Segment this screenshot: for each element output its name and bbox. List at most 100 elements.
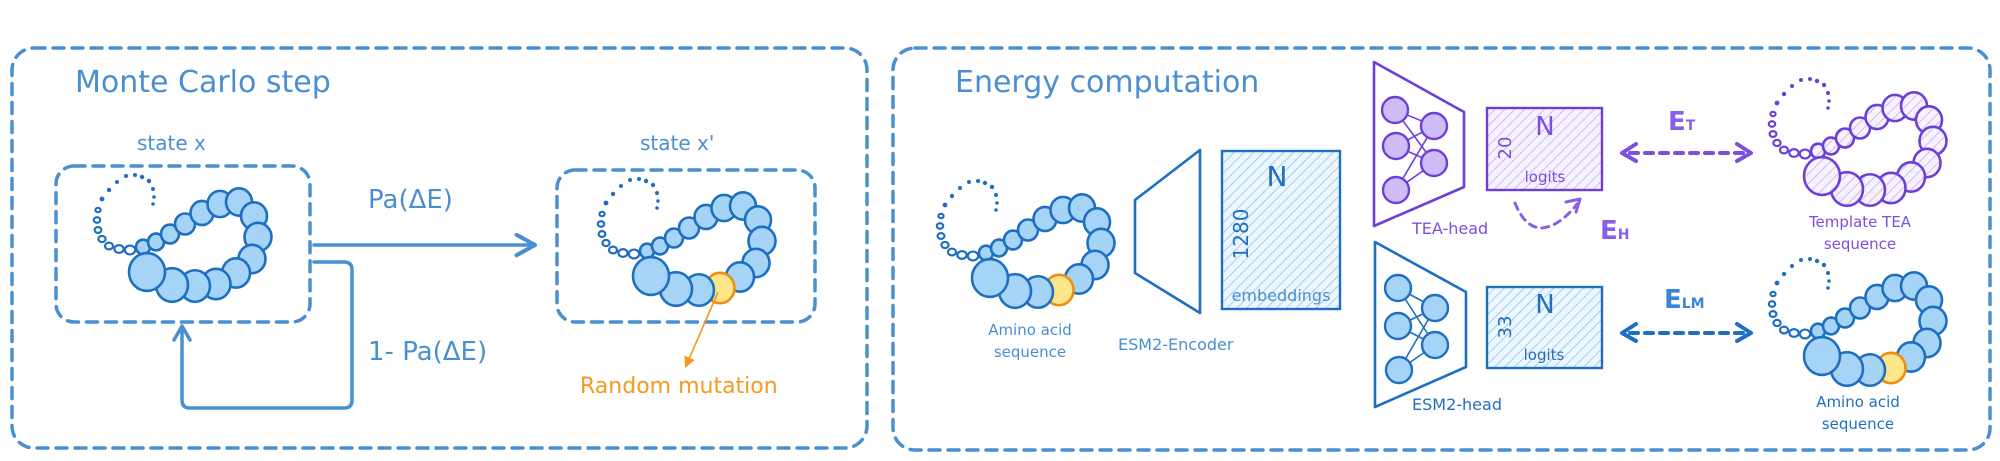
chain-dot — [628, 178, 632, 182]
chain-dot — [1781, 271, 1787, 277]
chain-small-bead — [1769, 110, 1777, 118]
energy-title: Energy computation — [955, 65, 1259, 100]
chain-small-bead — [1767, 300, 1777, 308]
entropy-arrow — [1513, 201, 1579, 230]
chain-dot — [976, 179, 980, 183]
chain-dot — [942, 202, 948, 208]
monte-carlo-frame — [10, 46, 869, 450]
chain-bead — [970, 257, 1010, 299]
esm2-logits-dim-label: 33 — [1495, 316, 1516, 339]
input-label-line2: sequence — [994, 343, 1066, 361]
chain-small-bead — [1768, 130, 1778, 138]
embeddings-dim-label: 1280 — [1229, 209, 1253, 260]
chain-small-bead — [935, 222, 945, 230]
chain-dot — [99, 196, 105, 202]
esm2-head-neurons-icon — [1383, 273, 1450, 385]
chain-dot — [982, 180, 988, 186]
template-energy-arrow — [1620, 142, 1753, 163]
chain-dot — [994, 193, 998, 197]
template-energy-label: ET — [1668, 107, 1696, 137]
template-label-line2: sequence — [1824, 235, 1896, 253]
chain-small-bead — [1767, 120, 1777, 128]
chain-dot — [656, 199, 660, 203]
chain-dot — [958, 186, 962, 190]
chain-dot — [1827, 279, 1831, 283]
chain-dot — [1826, 91, 1830, 95]
lm-energy-label: ELM — [1664, 285, 1705, 315]
chain-small-bead — [601, 238, 611, 248]
target-label-line1: Amino acid — [1816, 393, 1900, 411]
chain-small-bead — [1768, 310, 1778, 318]
chain-dot — [655, 191, 659, 195]
chain-small-bead — [598, 210, 606, 218]
tea-logits-n-label: N — [1535, 112, 1554, 142]
chain-small-bead — [966, 250, 980, 262]
chain-small-bead — [617, 247, 629, 259]
chain-small-bead — [93, 226, 103, 234]
reject-arrowhead-icon — [172, 324, 192, 342]
chain-dot — [1814, 78, 1820, 84]
energy-frame — [891, 46, 1992, 452]
chain-small-bead — [1788, 327, 1800, 339]
chain-dot — [603, 200, 609, 206]
embeddings-n-label: N — [1267, 160, 1288, 193]
accept-probability-label: Pa(ΔE) — [368, 185, 453, 215]
chain-dot — [1774, 100, 1780, 106]
energy-panel: Energy computation Amino acid sequence E… — [891, 46, 1992, 452]
chain-dot — [133, 173, 137, 177]
chain-dot — [151, 202, 155, 206]
esm2-logits-n-label: N — [1535, 290, 1554, 320]
lm-energy-arrow — [1620, 322, 1753, 343]
esm2-head-label: ESM2-head — [1412, 395, 1502, 414]
embeddings-name-label: embeddings — [1232, 286, 1331, 305]
monte-carlo-title: Monte Carlo step — [75, 65, 331, 100]
chain-small-bead — [940, 240, 950, 250]
entropy-arrowhead-icon — [1564, 197, 1582, 214]
chain-small-bead — [94, 206, 102, 214]
chain-small-bead — [1769, 290, 1777, 298]
reject-loop-arrow — [180, 260, 354, 410]
chain-small-bead — [92, 216, 102, 224]
chain-dot — [1826, 286, 1830, 290]
tea-logits-dim-label: 20 — [1495, 137, 1516, 160]
embeddings-tensor — [1220, 149, 1342, 311]
tea-logits-tensor — [1485, 106, 1604, 192]
chain-dot — [650, 182, 656, 188]
esm2-logits-label: logits — [1524, 346, 1565, 364]
chain-small-bead — [1778, 325, 1790, 335]
chain-bead — [1802, 335, 1842, 377]
state-x-label: state x — [137, 131, 206, 155]
chain-dot — [1826, 106, 1830, 110]
chain-bead — [127, 251, 167, 293]
chain-dot — [1808, 77, 1812, 81]
tea-head-neurons-icon — [1380, 95, 1449, 205]
state-x-prime-box — [555, 168, 817, 324]
chain-small-bead — [1772, 318, 1782, 328]
chain-dot — [1827, 99, 1831, 103]
chain-dot — [1774, 280, 1780, 286]
template-protein-chain-icon — [1767, 77, 1948, 208]
entropy-energy-label: EH — [1600, 216, 1629, 246]
chain-small-bead — [956, 249, 968, 261]
state-x-prime-label: state x' — [640, 131, 714, 155]
chain-dot — [1821, 82, 1827, 88]
tea-logits-label: logits — [1525, 168, 1566, 186]
chain-dot — [995, 201, 999, 205]
chain-small-bead — [1798, 148, 1812, 160]
chain-dot — [610, 191, 616, 197]
chain-dot — [124, 174, 128, 178]
esm2-head-network: ESM2-head — [1373, 240, 1502, 414]
tea-head-network: TEA-head — [1372, 60, 1488, 238]
chain-small-bead — [113, 243, 125, 255]
chain-dot — [967, 180, 971, 184]
chain-dot — [643, 178, 649, 184]
random-mutation-label: Random mutation — [580, 374, 778, 399]
chain-small-bead — [103, 241, 115, 251]
chain-bead — [1802, 155, 1842, 197]
chain-dot — [994, 208, 998, 212]
chain-small-bead — [946, 247, 958, 257]
chain-dot — [1781, 91, 1787, 97]
target-label-line2: sequence — [1822, 415, 1894, 433]
tea-head-label: TEA-head — [1411, 219, 1488, 238]
